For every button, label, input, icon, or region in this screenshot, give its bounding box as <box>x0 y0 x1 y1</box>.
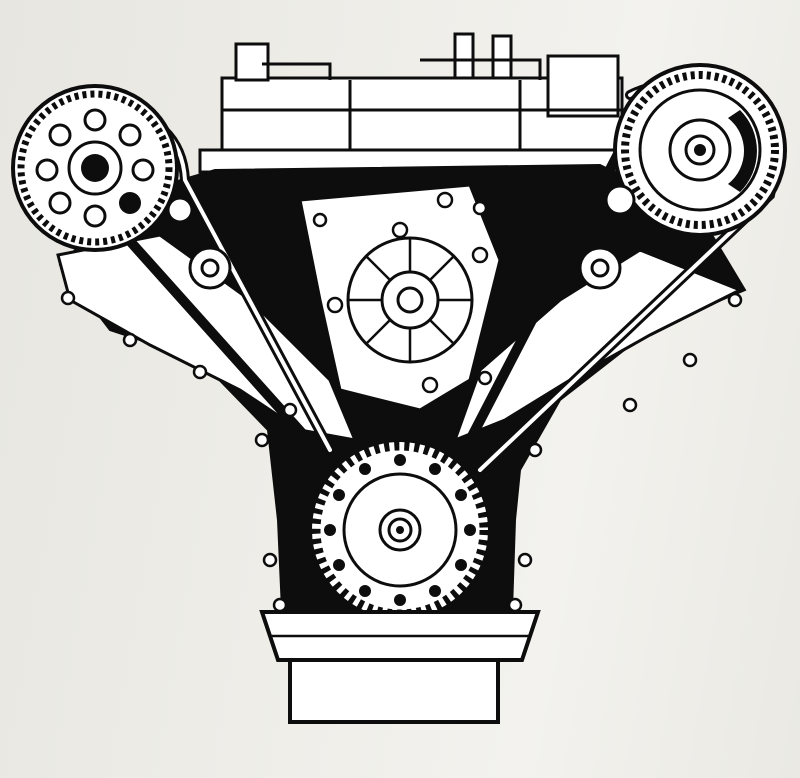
water-pump <box>298 183 502 412</box>
right-cam-pulley <box>613 63 787 237</box>
perimeter-bolts <box>60 200 743 613</box>
oil-pan <box>259 610 541 724</box>
idler-pulleys <box>166 184 636 290</box>
left-cam-pulley <box>11 84 179 252</box>
valve-cover <box>198 32 642 174</box>
crank-sprocket <box>308 438 492 622</box>
